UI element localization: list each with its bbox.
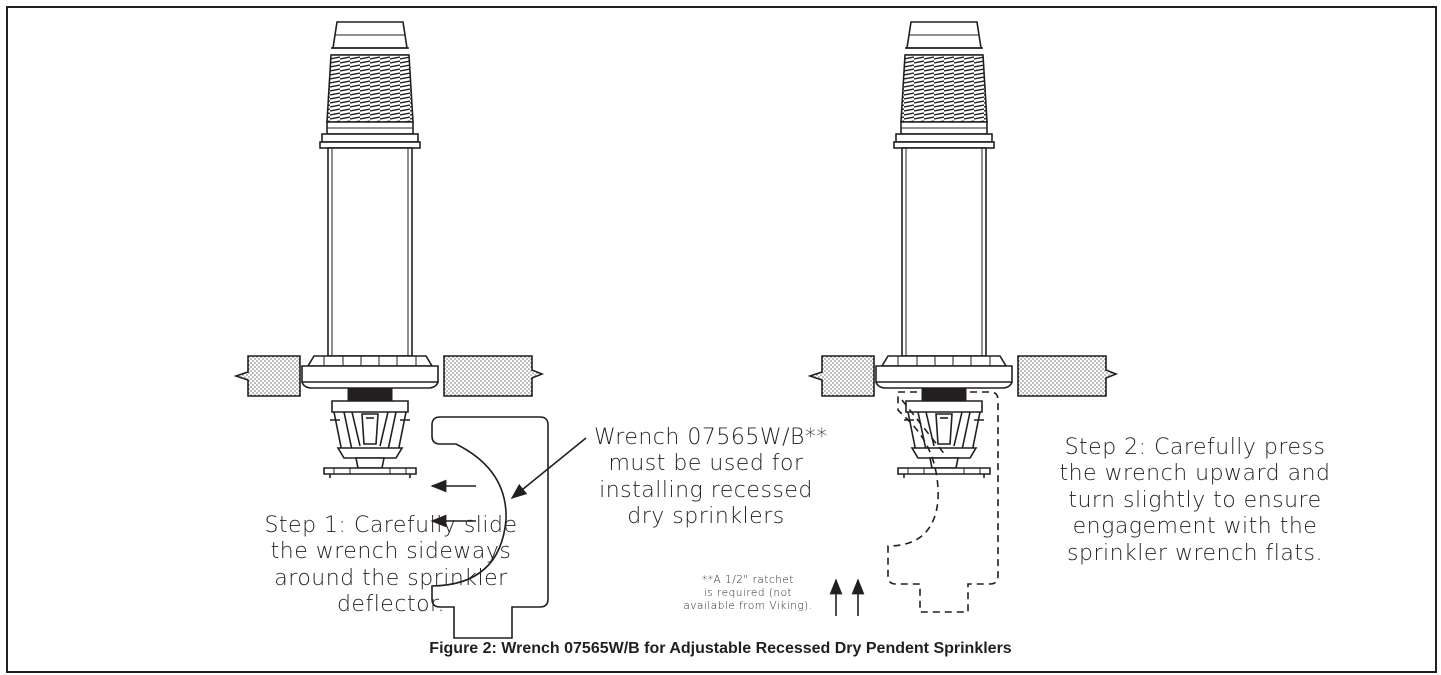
slide-arrows — [430, 479, 476, 528]
step-1-instructions: Step 1: Carefully slide the wrench sidew… — [264, 513, 518, 618]
sprinkler-step-1 — [235, 21, 543, 479]
ratchet-footnote: **A 1/2" ratchet is required (not availa… — [683, 574, 813, 613]
press-up-arrows — [829, 578, 865, 616]
wrench-callout-leader — [510, 437, 587, 500]
step-2-instructions: Step 2: Carefully press the wrench upwar… — [1059, 435, 1331, 566]
wrench-requirement-note: Wrench 07565W/B** must be used for insta… — [594, 425, 828, 530]
wrench-step-1 — [431, 416, 549, 639]
figure-caption: Figure 2: Wrench 07565W/B for Adjustable… — [429, 640, 1012, 657]
figure-frame — [6, 6, 1437, 673]
wrench-step-2 — [887, 391, 999, 613]
sprinkler-step-2 — [809, 21, 1117, 479]
